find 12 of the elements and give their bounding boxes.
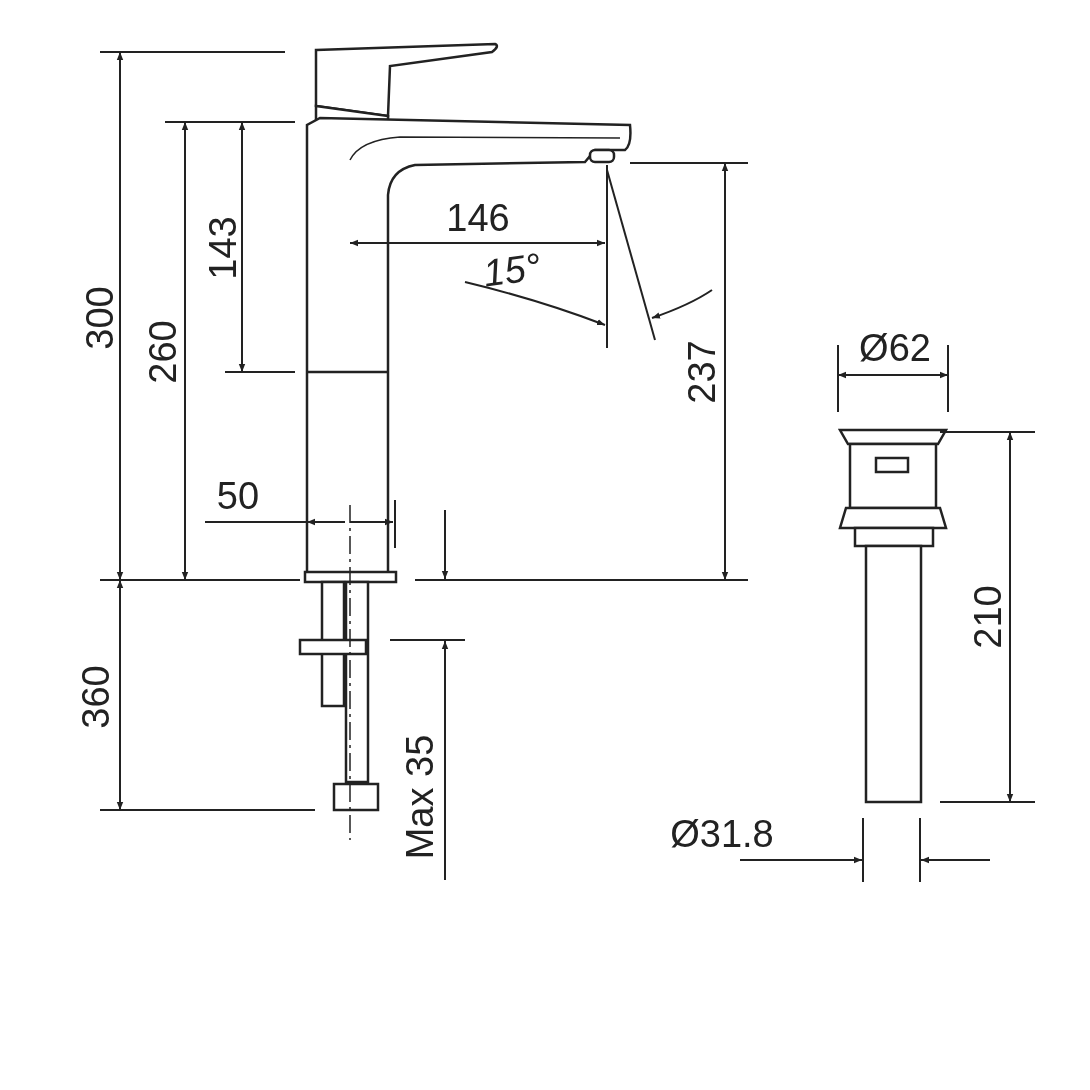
dimension-label: 143 — [204, 216, 242, 280]
dimension-label: 300 — [81, 286, 119, 350]
dimension-label: 210 — [969, 585, 1007, 649]
dimension-label: Ø62 — [859, 329, 931, 367]
dimension-label: Ø31.8 — [670, 815, 774, 853]
dimension-label: 15° — [480, 247, 544, 293]
dimension-label: 360 — [77, 665, 115, 729]
dimension-label: 50 — [216, 477, 260, 515]
dimension-label: Max 35 — [401, 734, 439, 860]
dimension-label: 260 — [144, 320, 182, 384]
dimension-label: 237 — [683, 340, 721, 404]
dimension-label: 146 — [446, 199, 510, 237]
